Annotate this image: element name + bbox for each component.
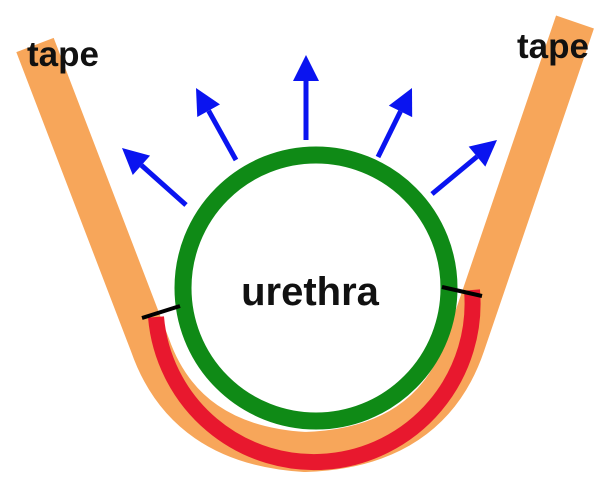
arrow-head <box>293 55 319 81</box>
tape-label-right: tape <box>517 27 589 66</box>
urethra-label: urethra <box>241 270 380 314</box>
arrow-shaft <box>378 111 401 157</box>
arrow-shaft <box>209 111 236 160</box>
tape-label-left: tape <box>27 35 99 74</box>
arrow-shaft <box>432 157 477 194</box>
arrow-shaft <box>141 165 186 205</box>
